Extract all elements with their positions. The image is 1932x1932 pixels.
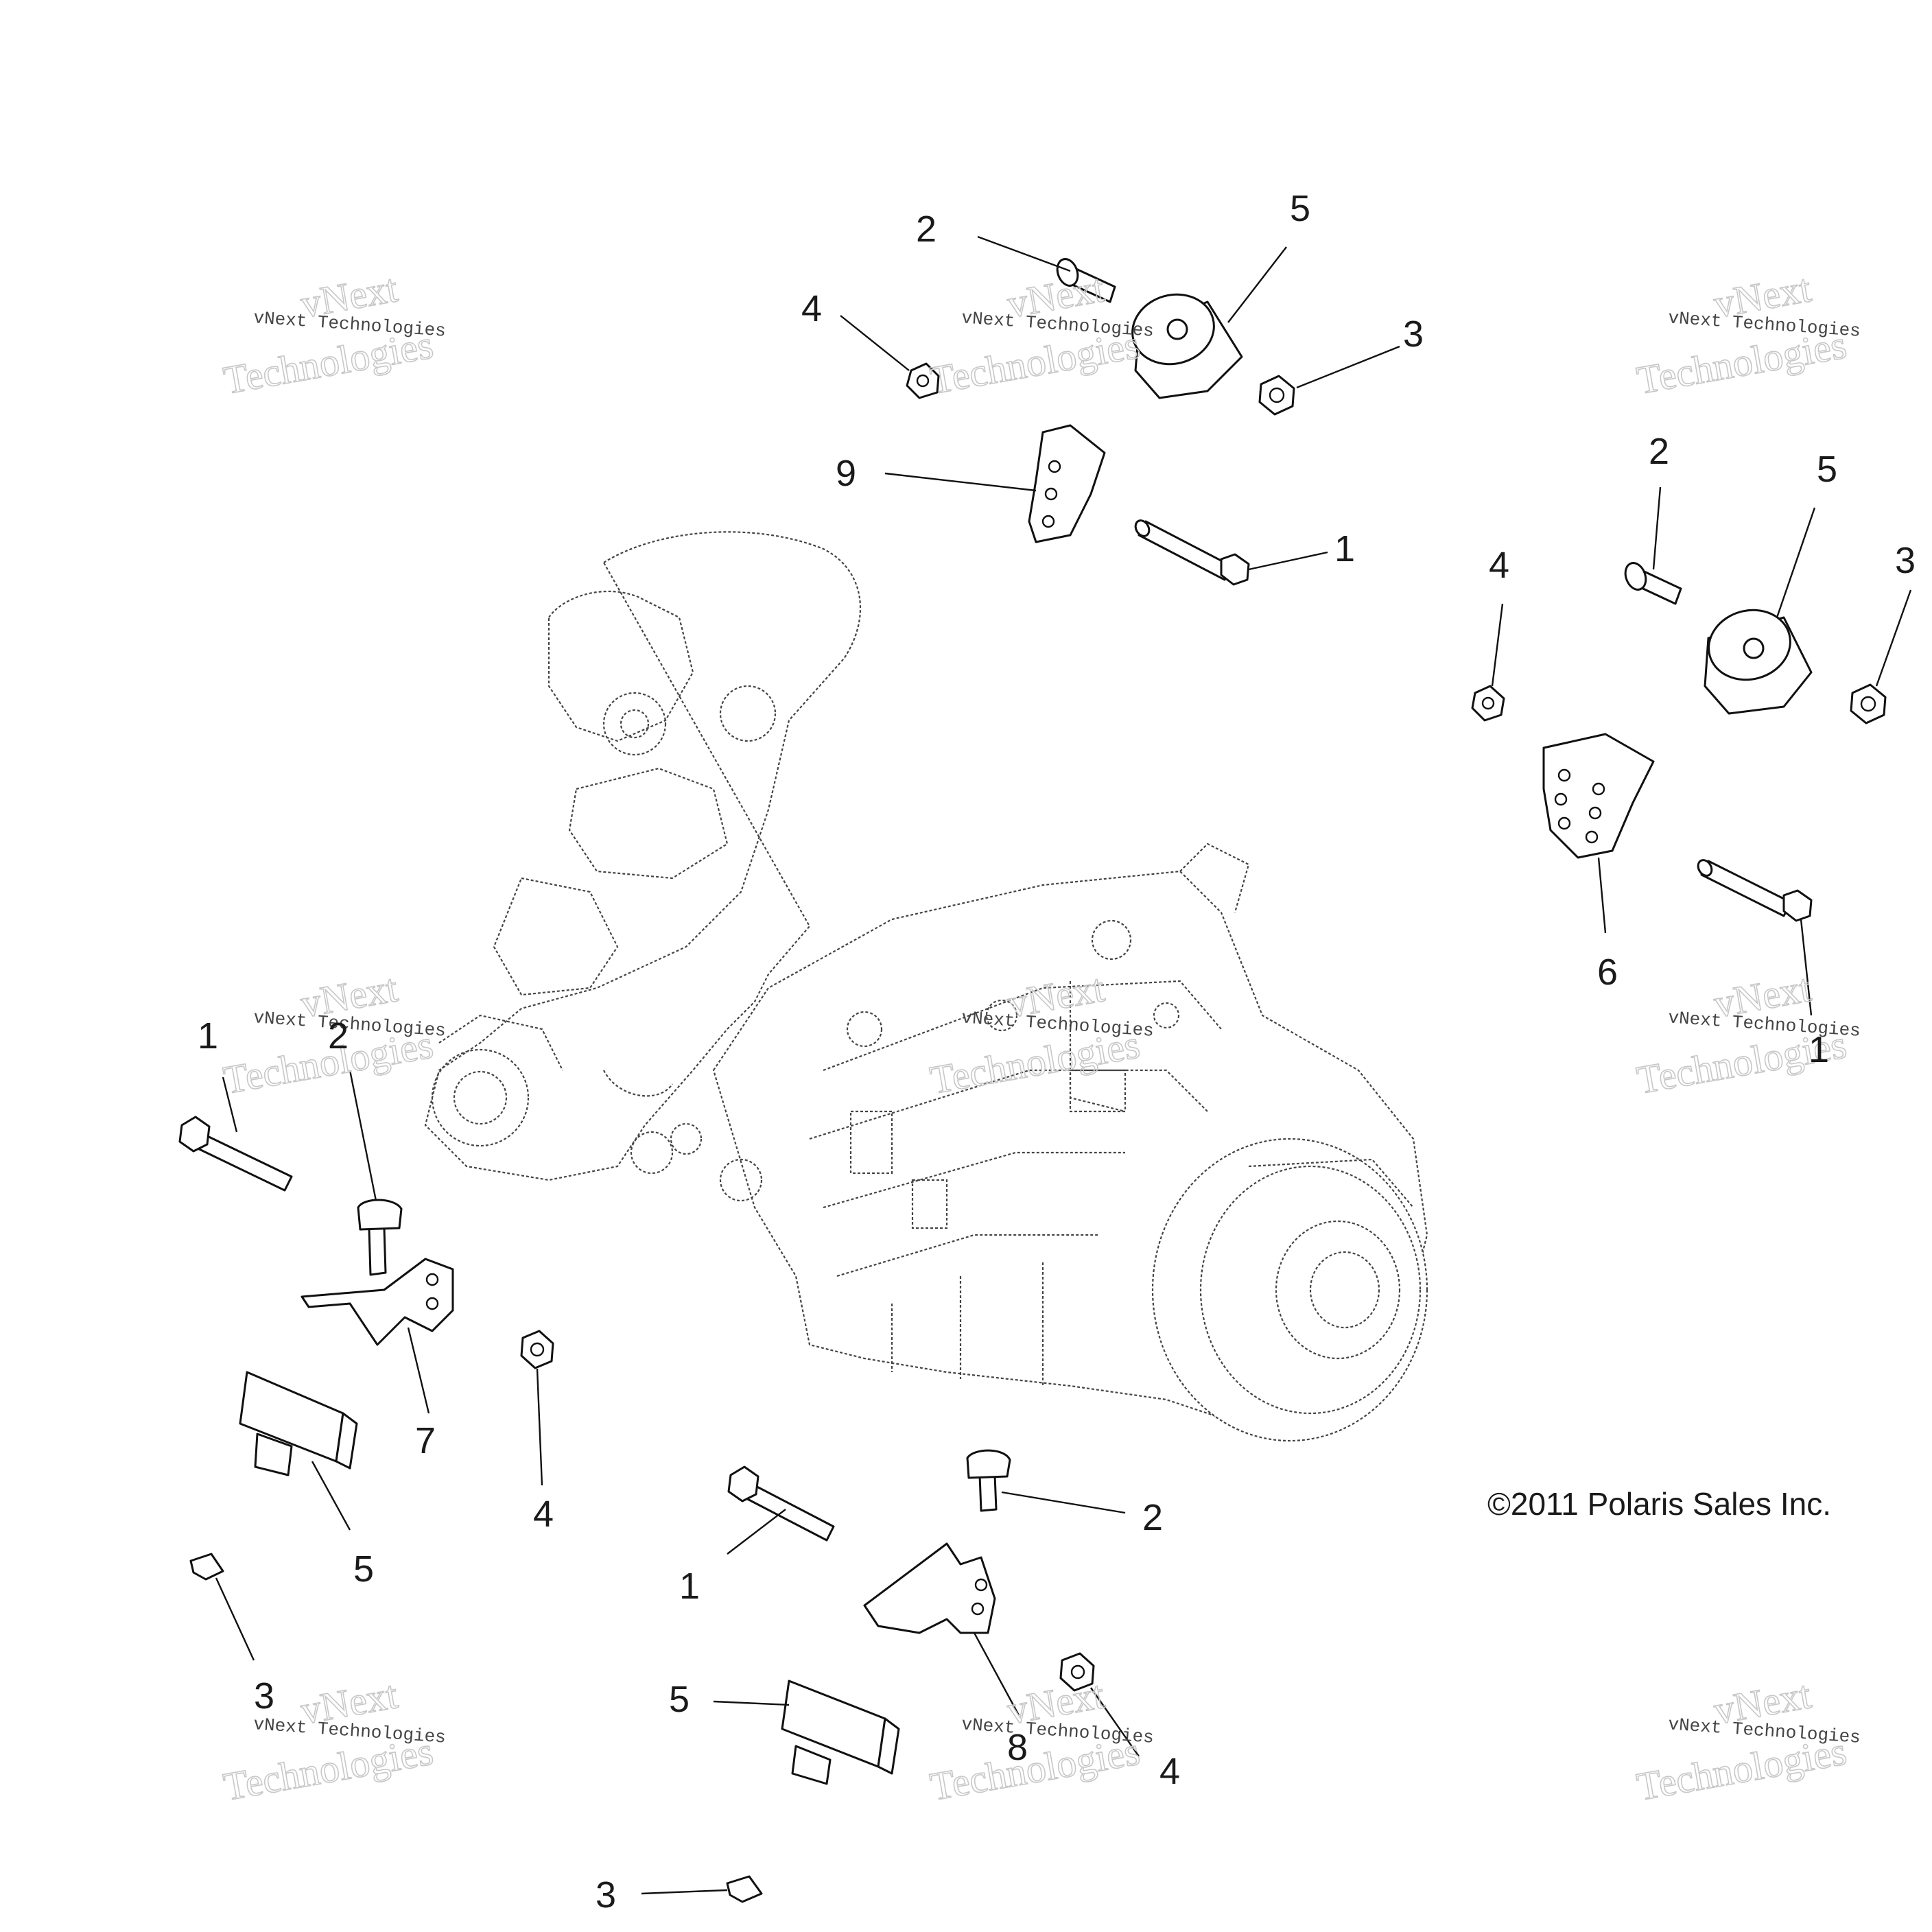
nut-part <box>1471 685 1505 722</box>
rubber-block-part <box>239 1371 358 1476</box>
callout-label: 5 <box>669 1679 690 1720</box>
left-mount-group <box>178 1070 554 1661</box>
mount-bracket-part <box>863 1542 996 1634</box>
right-mount-group <box>1471 486 1912 1016</box>
top-center-mount-group <box>840 235 1400 586</box>
callout-label: 3 <box>1403 314 1424 355</box>
callout-label: 3 <box>254 1675 274 1717</box>
mount-bracket-part <box>1542 733 1655 859</box>
callout-label: 4 <box>533 1494 554 1535</box>
nut-part <box>1059 1652 1095 1692</box>
callout-label: 1 <box>198 1015 218 1057</box>
callout-label: 7 <box>415 1420 436 1461</box>
callout-label: 3 <box>1895 540 1916 581</box>
callout-label: 2 <box>1649 431 1669 472</box>
bolt-part <box>1056 258 1116 303</box>
bolt-part <box>966 1449 1011 1512</box>
callout-label: 2 <box>328 1015 349 1057</box>
callout-label: 4 <box>1489 545 1509 586</box>
callout-label: 5 <box>1817 449 1837 490</box>
nut-part <box>189 1553 224 1581</box>
nut-part <box>726 1875 763 1903</box>
callout-label: 4 <box>801 288 822 329</box>
long-bolt-part <box>1134 519 1250 586</box>
nut-part <box>1850 683 1887 724</box>
callout-label: 5 <box>353 1548 374 1590</box>
mount-bracket-part <box>301 1258 454 1346</box>
long-bolt-part <box>727 1465 835 1542</box>
callout-label: 8 <box>1007 1727 1028 1768</box>
rubber-mount-part <box>1704 609 1813 715</box>
nut-part <box>520 1330 554 1369</box>
callout-label: 2 <box>916 209 936 250</box>
rubber-block-part <box>781 1680 900 1785</box>
callout-label: 1 <box>679 1566 700 1607</box>
callout-labels: 2 5 4 3 9 1 2 5 4 3 6 1 1 2 7 4 5 3 1 2 … <box>198 188 1916 1916</box>
callout-label: 1 <box>1334 528 1355 569</box>
callout-label: 5 <box>1290 188 1310 229</box>
callout-label: 1 <box>1809 1029 1829 1070</box>
callout-label: 2 <box>1142 1497 1163 1538</box>
long-bolt-part <box>178 1116 293 1192</box>
rubber-mount-part <box>1131 293 1243 399</box>
callout-label: 3 <box>596 1874 616 1916</box>
bolt-part <box>1624 562 1682 605</box>
callout-label: 9 <box>836 453 856 494</box>
copyright-notice: ©2011 Polaris Sales Inc. <box>1487 1486 1831 1522</box>
long-bolt-part <box>1697 859 1813 922</box>
engine-transmission-assembly <box>424 531 1428 1442</box>
nut-part <box>906 362 940 399</box>
bottom-center-mount-group <box>641 1449 1140 1903</box>
callout-label: 4 <box>1159 1751 1180 1792</box>
callout-label: 6 <box>1597 952 1618 993</box>
bolt-part <box>357 1199 403 1276</box>
nut-part <box>1258 375 1295 416</box>
mount-bracket-part <box>1028 424 1106 543</box>
